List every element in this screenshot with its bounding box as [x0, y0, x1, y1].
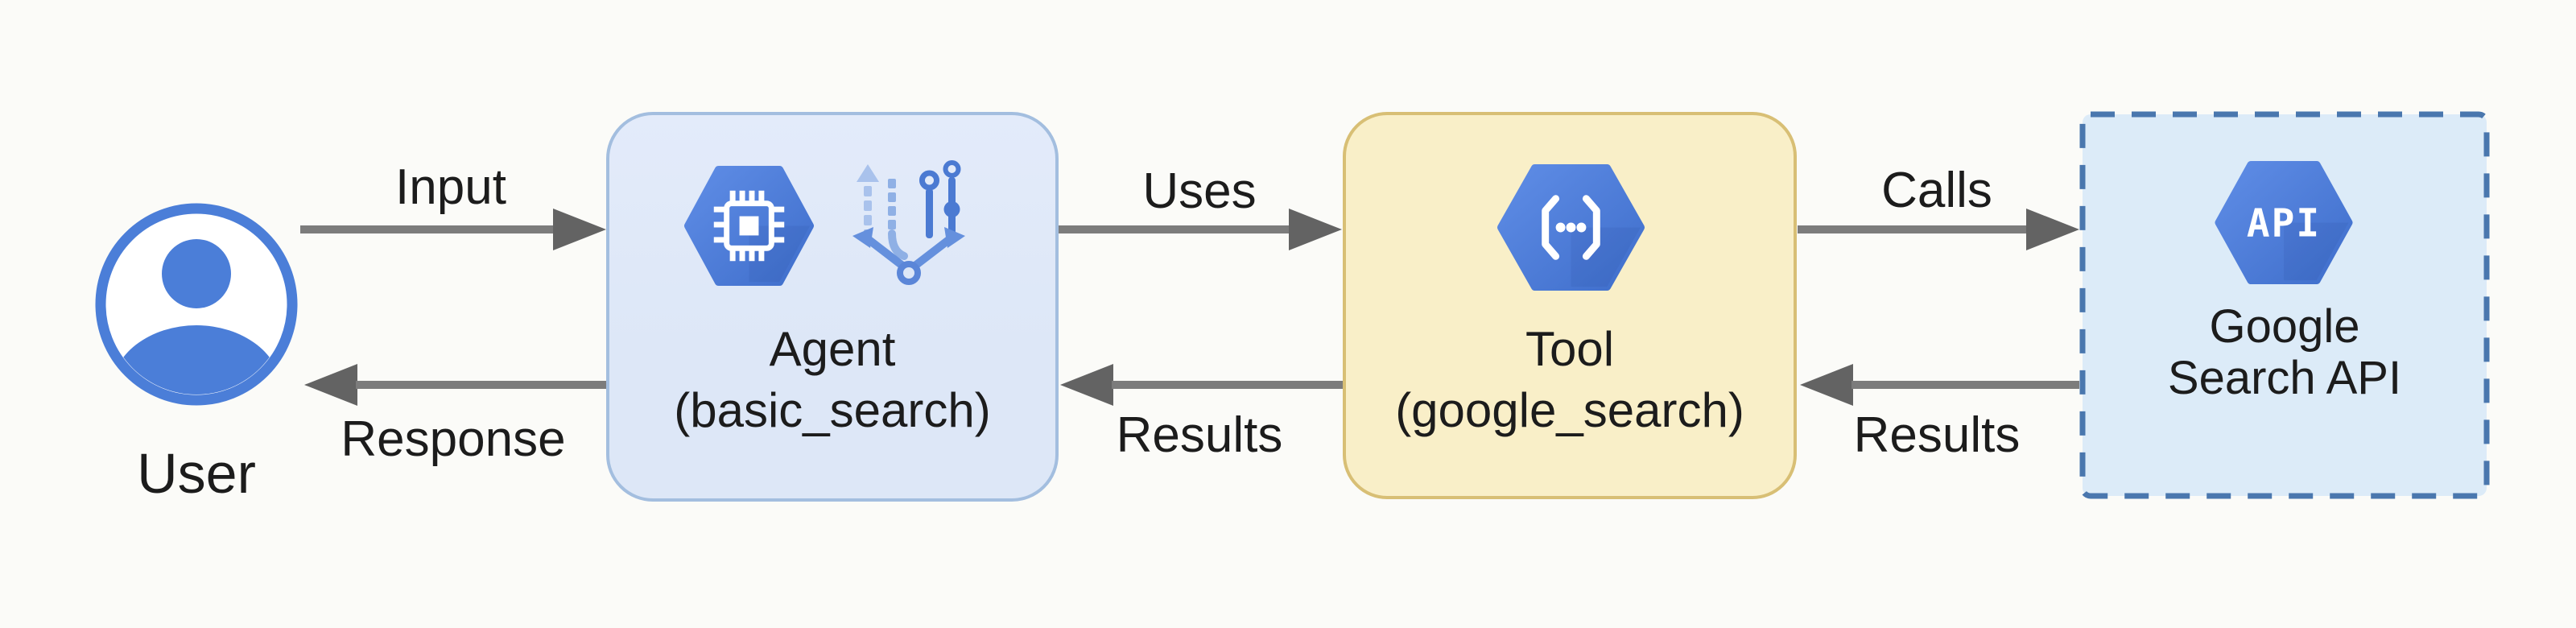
dashed-border: [2079, 111, 2490, 499]
arrow-response: [304, 364, 606, 406]
code-braces-hexagon-icon: [1497, 163, 1645, 291]
api-hexagon-label: API: [2247, 201, 2321, 246]
user-node-label: User: [137, 442, 256, 505]
api-node-label: Google Search API: [2079, 301, 2490, 404]
tool-node: Tool (google_search): [1343, 112, 1797, 499]
tool-subtitle: (google_search): [1395, 383, 1744, 437]
branching-routes-icon: [852, 160, 965, 285]
edge-label-input: Input: [395, 159, 506, 215]
edge-label-uses: Uses: [1142, 163, 1257, 219]
arrow-uses: [1059, 209, 1342, 250]
edge-label-results-api-tool: Results: [1853, 407, 2021, 463]
agent-subtitle: (basic_search): [674, 383, 991, 437]
agent-title: Agent: [769, 322, 896, 376]
api-hexagon-icon: API: [2215, 160, 2353, 285]
cpu-chip-hexagon-icon: [683, 165, 815, 287]
arrow-calls: [1798, 209, 2079, 250]
agent-node-label: Agent (basic_search): [609, 319, 1055, 441]
user-person-circle-icon: [95, 203, 298, 406]
arrow-input: [300, 209, 606, 250]
tool-title: Tool: [1525, 322, 1615, 376]
edge-label-calls: Calls: [1881, 163, 1992, 218]
arrow-results-tool-to-agent: [1060, 364, 1343, 406]
google-search-api-node: API Google Search API: [2079, 111, 2490, 499]
edge-label-response: Response: [341, 411, 566, 467]
api-title-line1: Google: [2209, 300, 2360, 353]
tool-node-label: Tool (google_search): [1346, 319, 1794, 441]
agent-node: Agent (basic_search): [606, 112, 1059, 502]
edge-label-results-tool-agent: Results: [1116, 407, 1283, 463]
api-title-line2: Search API: [2167, 352, 2402, 404]
arrow-results-api-to-tool: [1800, 364, 2079, 406]
